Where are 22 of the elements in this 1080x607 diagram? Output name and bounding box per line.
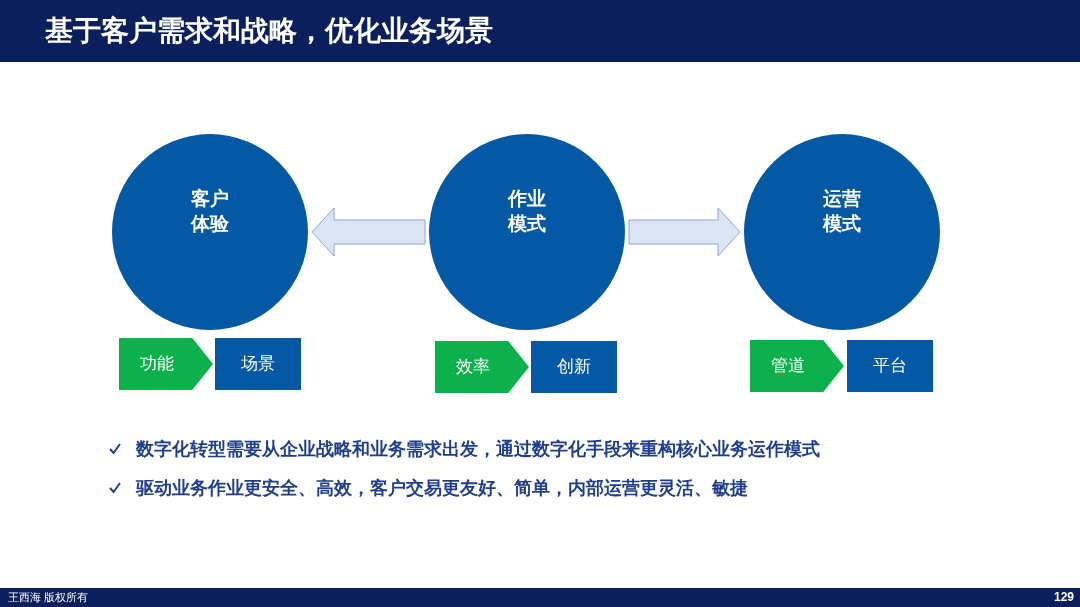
tag-label: 效率: [456, 355, 490, 379]
bullet-text: 驱动业务作业更安全、高效，客户交易更友好、简单，内部运营更灵活、敏捷: [136, 476, 748, 500]
tag-label: 功能: [140, 352, 174, 376]
circle-label: 作业模式: [508, 186, 546, 236]
block-arrow: [628, 207, 741, 257]
bullet-text: 数字化转型需要从企业战略和业务需求出发，通过数字化手段来重构核心业务运作模式: [136, 437, 820, 461]
label-box: [215, 338, 301, 390]
chevron-tag: [750, 340, 844, 392]
circle-label: 运营模式: [823, 186, 861, 236]
tag-label: 创新: [557, 355, 591, 379]
label-box: [847, 340, 933, 392]
copyright-text: 王西海 版权所有: [8, 590, 89, 605]
tag-label: 管道: [771, 354, 805, 378]
block-arrow: [311, 207, 426, 257]
label-box: [531, 341, 617, 393]
page-number: 129: [1053, 590, 1074, 605]
chevron-tag: [119, 338, 213, 390]
tag-label: 平台: [873, 354, 907, 378]
circle-label: 客户体验: [191, 186, 229, 236]
slide-title: 基于客户需求和战略，优化业务场景: [45, 14, 493, 48]
chevron-tag: [435, 341, 529, 393]
tag-label: 场景: [241, 352, 275, 376]
